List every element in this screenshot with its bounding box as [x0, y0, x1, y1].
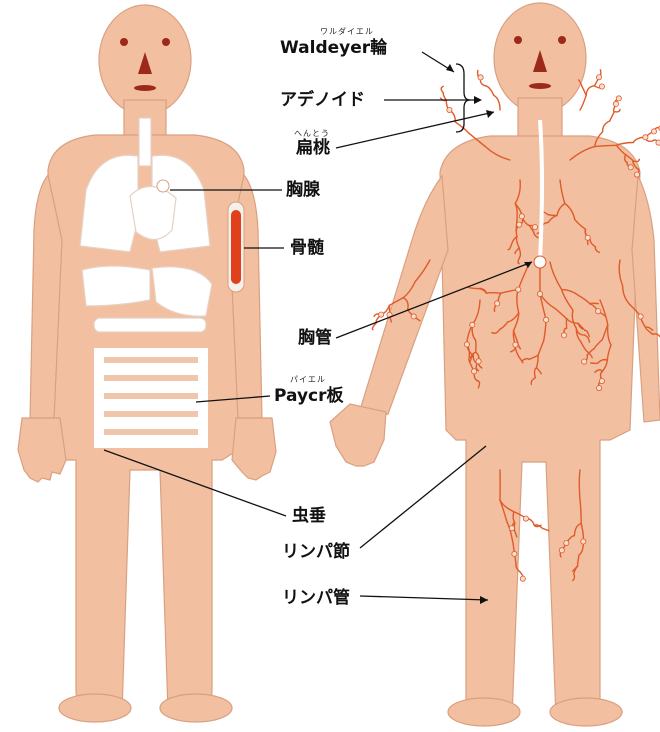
label-adenoid: アデノイド — [280, 90, 365, 110]
lymph-vessel — [582, 87, 586, 96]
peyer-ruby: パイエル — [290, 374, 326, 385]
lymph-node — [470, 322, 475, 327]
lymph-vessel — [494, 95, 500, 110]
lymph-node — [559, 548, 564, 553]
lymph-vessel — [548, 215, 557, 216]
thymus-marker — [157, 180, 169, 192]
lymph-vessel — [580, 95, 586, 110]
lymph-node — [464, 342, 469, 347]
waldeyer-brace — [456, 64, 470, 132]
lymph-node — [447, 107, 452, 112]
lymph-node — [656, 140, 660, 145]
lymph-node — [478, 75, 483, 80]
lymph-vessel — [586, 86, 594, 96]
lymph-node — [651, 129, 656, 134]
lymph-node — [596, 309, 601, 314]
thoracic-duct — [540, 120, 542, 260]
lymph-vessel — [610, 112, 615, 121]
lymph-node — [476, 359, 481, 364]
lymph-node — [520, 576, 525, 581]
lymph-node — [472, 369, 477, 374]
lymph-node — [599, 379, 604, 384]
lymph-node — [519, 214, 524, 219]
bone-marrow — [228, 202, 244, 292]
lymph-node — [582, 359, 587, 364]
lymph-vessel — [603, 121, 610, 132]
lymph-node — [537, 291, 542, 296]
lymph-node — [638, 314, 643, 319]
lymph-node — [616, 96, 621, 101]
label-thoracic-duct: 胸管 — [298, 328, 332, 348]
lymph-vessel — [590, 303, 598, 304]
lymph-node — [509, 526, 514, 531]
lymph-vessel — [579, 470, 580, 500]
lymph-node — [581, 539, 586, 544]
lymph-node — [513, 342, 518, 347]
lymph-vessel — [486, 86, 494, 96]
lymph-node — [599, 84, 604, 89]
lymph-vessel — [616, 143, 633, 146]
lymph-node — [596, 75, 601, 80]
cisterna-chyli — [534, 256, 546, 268]
lymph-node — [512, 551, 517, 556]
label-tonsil: 扁桃 — [296, 138, 330, 158]
lymph-node — [379, 312, 384, 317]
lymph-vessel — [487, 293, 501, 294]
lymph-node — [634, 172, 639, 177]
lymph-node — [544, 317, 549, 322]
lymph-node — [411, 314, 416, 319]
lymph-node — [643, 135, 648, 140]
lymph-vessel — [455, 122, 468, 133]
lymph-vessel — [614, 110, 620, 112]
lymph-node — [613, 101, 618, 106]
lymph-node — [597, 386, 602, 391]
lymph-node — [628, 165, 633, 170]
lymph-node — [532, 225, 537, 230]
lymph-node — [523, 516, 528, 521]
lymph-node — [564, 540, 569, 545]
label-thymus: 胸腺 — [286, 180, 320, 200]
label-lymph-vessel: リンパ管 — [282, 588, 350, 608]
lymph-node — [495, 301, 500, 306]
label-appendix: 虫垂 — [292, 506, 326, 526]
label-lymph-node: リンパ節 — [282, 542, 350, 562]
label-peyer: Paycr板 — [274, 386, 344, 406]
label-marrow: 骨髄 — [290, 238, 324, 258]
lymph-vessel — [441, 86, 443, 92]
lymph-vessel — [591, 363, 598, 364]
lymph-vessel — [543, 528, 549, 530]
lymph-node — [585, 235, 590, 240]
lymph-node — [517, 222, 522, 227]
lymph-node — [516, 287, 521, 292]
right-figure-hand — [330, 404, 386, 466]
lymph-node — [561, 333, 566, 338]
label-waldeyer: Waldeyer輪 — [280, 38, 387, 58]
lymph-vessel — [443, 93, 446, 101]
waldeyer-ruby: ワルダイエル — [320, 26, 374, 37]
